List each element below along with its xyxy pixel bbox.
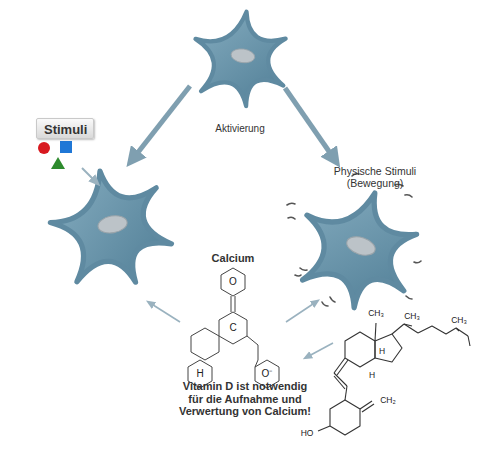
atom-label: C: [228, 322, 237, 334]
methylene-label: CH₂: [379, 396, 397, 406]
calcium-label: Calcium: [212, 252, 255, 265]
box-title: Stimuli: [44, 122, 93, 137]
physical-stimuli-label: Physische Stimuli (Bewegung): [328, 165, 423, 189]
atom-label: O⁻: [261, 368, 274, 380]
activation-arrow: [132, 86, 190, 160]
stimulus-square: [60, 141, 72, 153]
hydroxyl-label: HO: [300, 429, 315, 439]
methyl-label: CH₃: [450, 316, 468, 326]
activation-label: Aktivierung: [215, 123, 264, 135]
note-text: Vitamin D ist notwendig für die Aufnahme…: [175, 380, 315, 418]
atom-label: H: [195, 368, 204, 380]
vitamin-d-structure: [318, 323, 470, 435]
calcium-structure: [188, 268, 279, 388]
vitamin-arrow: [307, 343, 333, 357]
cell-left: [43, 161, 177, 295]
cell-right: [284, 175, 430, 321]
hydrogen-label: H: [378, 347, 386, 357]
stimulus-circle: [38, 142, 50, 154]
cell-top: [187, 5, 293, 111]
activation-arrow: [285, 88, 335, 160]
stimulus-triangle: [51, 157, 65, 169]
methyl-label: CH₃: [367, 309, 385, 319]
atom-label: O: [228, 276, 238, 288]
motion-marks: [287, 174, 421, 306]
stimuli-box: Stimuli: [36, 118, 94, 139]
stimuli-arrow: [82, 168, 96, 182]
calcium-arrow: [286, 302, 316, 322]
calcium-arrow: [150, 303, 180, 322]
hydrogen-label: H: [368, 371, 376, 381]
methyl-label: CH₃: [403, 312, 421, 322]
